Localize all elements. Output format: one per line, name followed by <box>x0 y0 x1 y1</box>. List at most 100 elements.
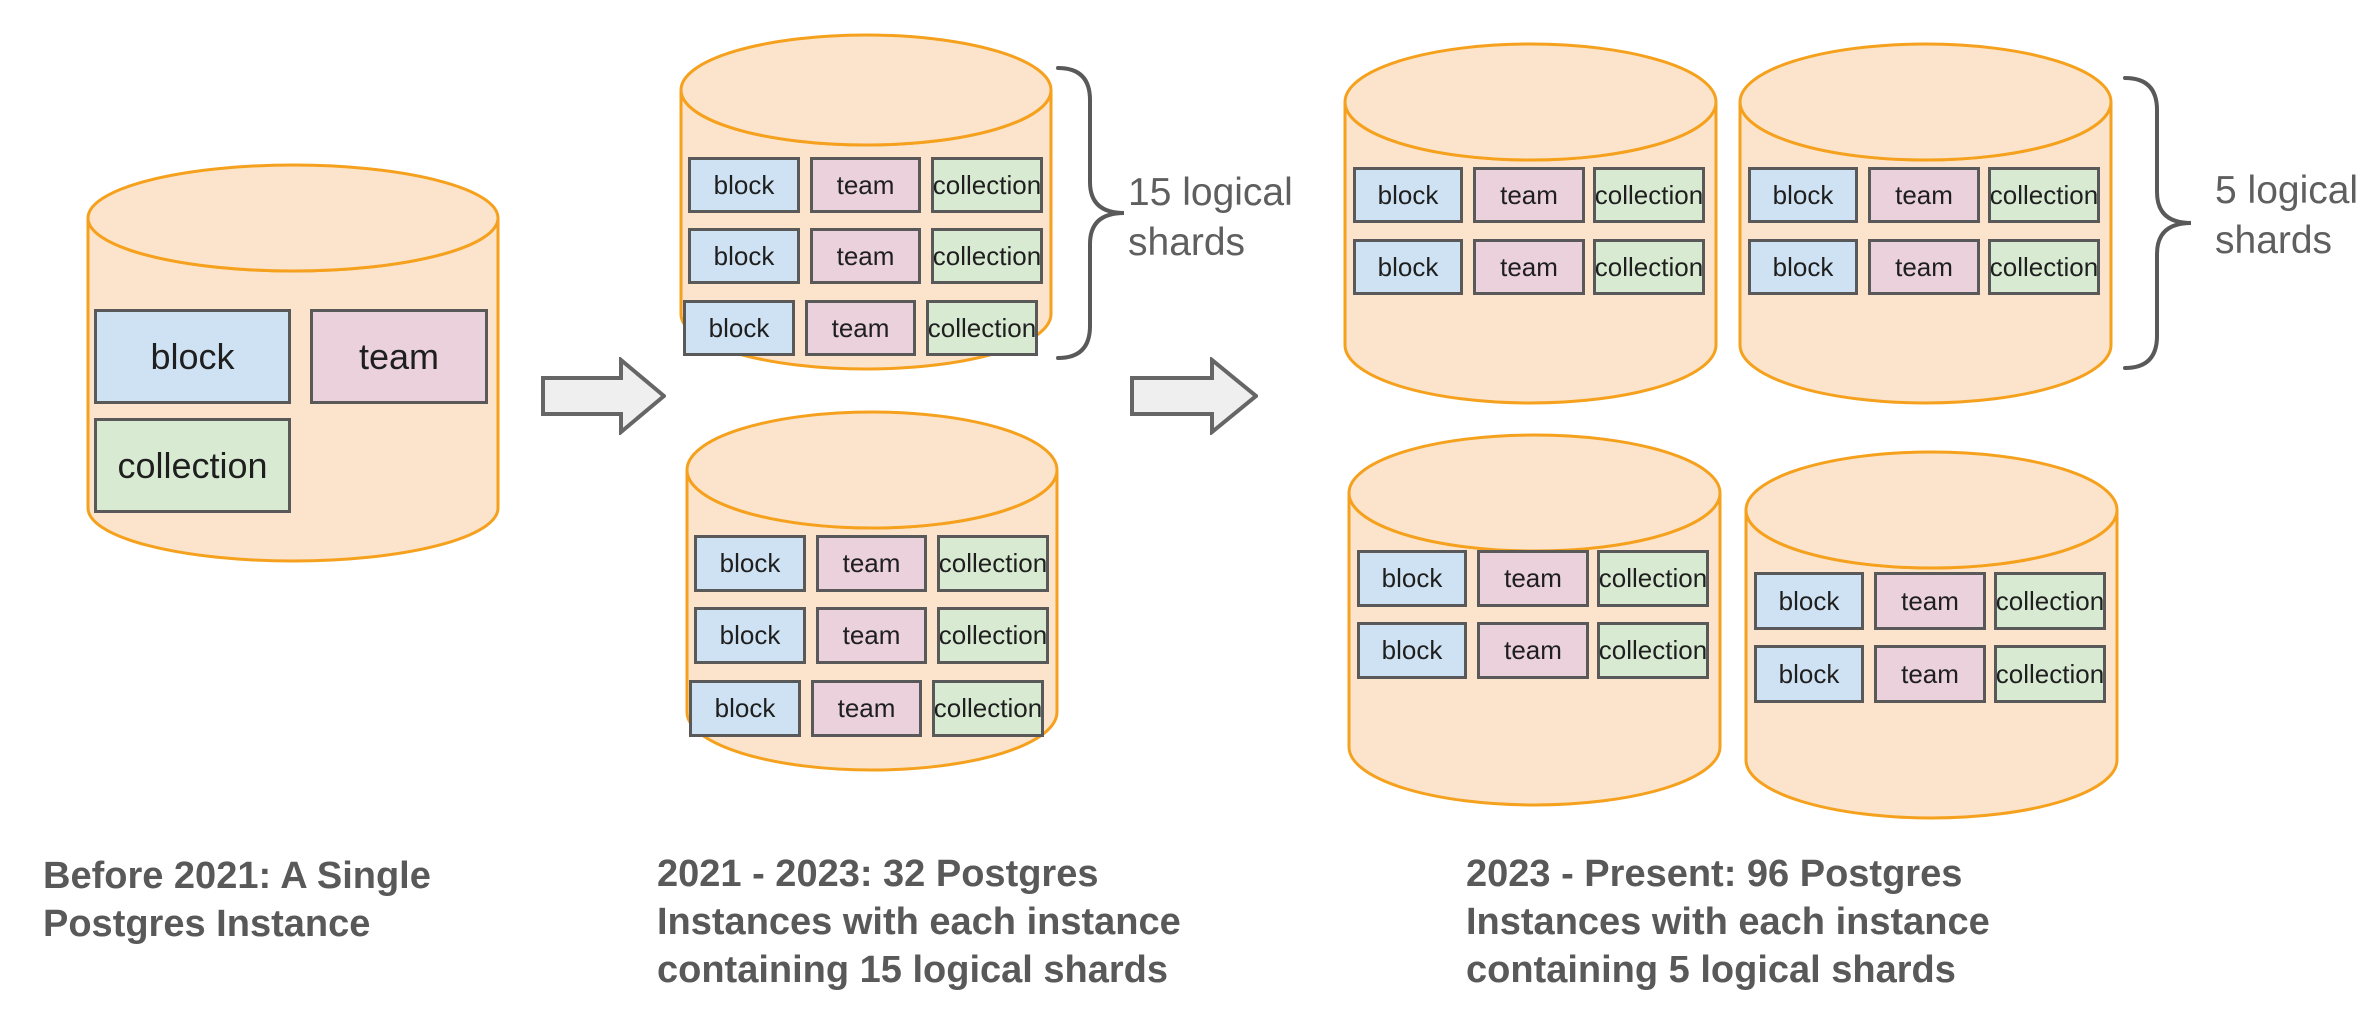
collection-table-label: collection <box>938 548 1048 578</box>
block-table-box: block <box>694 607 806 664</box>
team-table-label: team <box>1500 251 1558 282</box>
collection-table-box: collection <box>1988 167 2100 223</box>
block-table-label: block <box>1377 251 1439 282</box>
collection-table-box: collection <box>931 157 1043 213</box>
database-cylinder-shard5-top-left: block team collection block team collect… <box>1343 42 1718 405</box>
block-table-label: block <box>150 335 235 377</box>
block-table-box: block <box>94 309 291 404</box>
team-table-label: team <box>842 548 901 578</box>
database-cylinder-shard5-bottom-right: block team collection block team collect… <box>1744 450 2119 820</box>
caption-line: Instances with each instance <box>1466 901 1990 943</box>
team-table-label: team <box>1500 179 1558 210</box>
block-table-label: block <box>1778 658 1840 689</box>
shard-count-line: shards <box>1128 221 1246 264</box>
collection-table-label: collection <box>1989 179 2099 210</box>
collection-table-box: collection <box>1994 645 2106 703</box>
team-table-label: team <box>358 335 440 377</box>
shard-count-line: shards <box>2215 219 2333 262</box>
collection-table-label: collection <box>117 444 268 486</box>
collection-table-label: collection <box>938 620 1048 650</box>
stage-caption-2023-present: 2023 - Present: 96 Postgres Instances wi… <box>1466 850 1990 994</box>
collection-table-label: collection <box>927 312 1037 343</box>
block-table-label: block <box>713 169 775 200</box>
stage-caption-before-2021: Before 2021: A Single Postgres Instance <box>43 852 431 948</box>
collection-table-box: collection <box>932 680 1044 737</box>
team-table-label: team <box>836 169 895 200</box>
shard-count-label: 5 logical shards <box>2215 166 2358 266</box>
block-table-box: block <box>1353 239 1463 295</box>
block-table-label: block <box>713 240 775 271</box>
collection-table-label: collection <box>1995 658 2105 689</box>
team-table-box: team <box>805 300 916 356</box>
block-table-box: block <box>1754 572 1864 630</box>
shard-count-line: 5 logical <box>2215 169 2359 212</box>
team-table-label: team <box>1504 635 1562 665</box>
database-cylinder-shape <box>1738 42 2113 405</box>
collection-table-label: collection <box>1989 251 2099 282</box>
team-table-box: team <box>811 680 922 737</box>
block-table-label: block <box>1381 635 1443 665</box>
team-table-box: team <box>1477 622 1589 679</box>
collection-table-box: collection <box>1597 622 1709 679</box>
team-table-label: team <box>1901 658 1959 689</box>
collection-table-box: collection <box>931 228 1043 284</box>
caption-line: containing 15 logical shards <box>657 949 1169 991</box>
collection-table-label: collection <box>932 169 1042 200</box>
collection-table-box: collection <box>1597 550 1709 607</box>
shard-count-label: 15 logical shards <box>1128 168 1293 268</box>
database-cylinder-shape <box>1343 42 1718 405</box>
block-table-box: block <box>1748 239 1858 295</box>
database-cylinder-shard5-bottom-left: block team collection block team collect… <box>1347 433 1722 807</box>
team-table-label: team <box>831 312 890 343</box>
caption-line: Before 2021: A Single <box>43 855 431 897</box>
block-table-label: block <box>719 548 781 578</box>
block-table-box: block <box>1754 645 1864 703</box>
block-table-box: block <box>1357 622 1467 679</box>
block-table-box: block <box>1357 550 1467 607</box>
collection-table-label: collection <box>933 693 1043 723</box>
collection-table-box: collection <box>1994 572 2106 630</box>
shard-brace-icon <box>1056 66 1125 360</box>
team-table-box: team <box>1477 550 1589 607</box>
collection-table-box: collection <box>926 300 1038 356</box>
collection-table-label: collection <box>1598 563 1708 593</box>
shard-count-line: 15 logical <box>1128 171 1293 214</box>
team-table-box: team <box>1874 645 1986 703</box>
stage-caption-2021-2023: 2021 - 2023: 32 Postgres Instances with … <box>657 850 1181 994</box>
collection-table-box: collection <box>937 607 1049 664</box>
flow-arrow-icon <box>541 357 666 435</box>
collection-table-box: collection <box>1593 239 1705 295</box>
team-table-label: team <box>1895 179 1953 210</box>
collection-table-label: collection <box>1594 179 1704 210</box>
caption-line: 2021 - 2023: 32 Postgres <box>657 853 1099 895</box>
database-cylinder-shard15-bottom: block team collection block team collect… <box>685 410 1059 772</box>
block-table-box: block <box>694 535 806 592</box>
team-table-box: team <box>810 157 921 213</box>
collection-table-label: collection <box>1598 635 1708 665</box>
block-table-label: block <box>1381 563 1443 593</box>
team-table-box: team <box>310 309 488 404</box>
collection-table-label: collection <box>1995 585 2105 616</box>
team-table-label: team <box>837 693 896 723</box>
team-table-label: team <box>1895 251 1953 282</box>
caption-line: Instances with each instance <box>657 901 1181 943</box>
team-table-box: team <box>1473 239 1585 295</box>
flow-arrow-icon <box>1130 357 1258 435</box>
caption-line: 2023 - Present: 96 Postgres <box>1466 853 1963 895</box>
collection-table-label: collection <box>932 240 1042 271</box>
block-table-box: block <box>683 300 795 356</box>
database-cylinder-shard15-top: block team collection block team collect… <box>679 33 1053 371</box>
database-cylinder-single: block team collection <box>86 163 500 563</box>
collection-table-label: collection <box>1594 251 1704 282</box>
team-table-label: team <box>1504 563 1562 593</box>
collection-table-box: collection <box>94 418 291 513</box>
team-table-box: team <box>1868 167 1980 223</box>
block-table-label: block <box>1377 179 1439 210</box>
team-table-box: team <box>816 607 927 664</box>
database-cylinder-shard5-top-right: block team collection block team collect… <box>1738 42 2113 405</box>
block-table-box: block <box>1353 167 1463 223</box>
database-cylinder-shape <box>1347 433 1722 807</box>
block-table-box: block <box>1748 167 1858 223</box>
block-table-box: block <box>688 157 800 213</box>
block-table-label: block <box>708 312 770 343</box>
